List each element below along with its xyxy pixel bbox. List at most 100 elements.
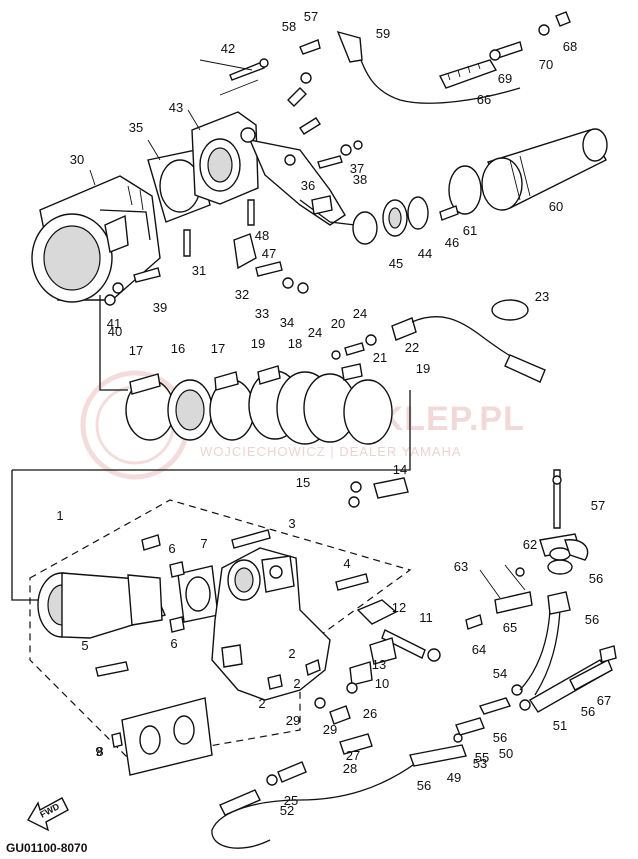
hose-nipple-71 bbox=[439, 59, 498, 89]
callout-8: 8 bbox=[96, 744, 103, 759]
callout-1: 1 bbox=[56, 508, 63, 523]
callout-56: 56 bbox=[581, 704, 595, 719]
callout-37: 37 bbox=[350, 161, 364, 176]
callout-63: 63 bbox=[454, 559, 468, 574]
lower-chamber bbox=[37, 572, 166, 639]
callout-31: 31 bbox=[192, 263, 206, 278]
callout-25: 25 bbox=[284, 793, 298, 808]
callout-55: 55 bbox=[475, 750, 489, 765]
callout-54: 54 bbox=[493, 666, 507, 681]
callout-64: 64 bbox=[472, 642, 486, 657]
right-hose-set bbox=[519, 469, 617, 713]
pipe-65 bbox=[481, 128, 608, 211]
callout-15: 15 bbox=[296, 475, 310, 490]
callout-66: 66 bbox=[477, 92, 491, 107]
callout-6: 6 bbox=[168, 541, 175, 556]
callout-35: 35 bbox=[129, 120, 143, 135]
watermark-tagline: WOJCIECHOWICZ | DEALER YAMAHA bbox=[200, 444, 462, 459]
callout-6: 6 bbox=[170, 636, 177, 651]
callout-3: 3 bbox=[288, 516, 295, 531]
gasket-7 bbox=[177, 565, 219, 623]
callout-29: 29 bbox=[323, 722, 337, 737]
bracket-70 bbox=[465, 564, 533, 630]
clamp-66 bbox=[448, 165, 482, 215]
callout-34: 34 bbox=[280, 315, 294, 330]
callout-29: 29 bbox=[286, 713, 300, 728]
hose-22 bbox=[331, 316, 546, 383]
callout-70: 70 bbox=[539, 57, 553, 72]
callout-10: 10 bbox=[375, 676, 389, 691]
fwd-arrow-icon: FWD bbox=[27, 797, 69, 832]
callout-67: 67 bbox=[597, 693, 611, 708]
callout-2: 2 bbox=[258, 696, 265, 711]
callout-13: 13 bbox=[372, 657, 386, 672]
callout-51: 51 bbox=[553, 718, 567, 733]
diagram-code: GU01100-8070 bbox=[6, 841, 88, 855]
callout-26: 26 bbox=[363, 706, 377, 721]
assembly-boundary bbox=[29, 499, 412, 761]
callout-44: 44 bbox=[418, 246, 432, 261]
clamp-23 bbox=[491, 299, 529, 321]
callout-61: 61 bbox=[463, 223, 477, 238]
callout-57: 57 bbox=[591, 498, 605, 513]
callout-39: 39 bbox=[153, 300, 167, 315]
callout-28: 28 bbox=[343, 761, 357, 776]
callout-52: 52 bbox=[280, 803, 294, 818]
callout-60: 60 bbox=[549, 199, 563, 214]
callout-5: 5 bbox=[81, 638, 88, 653]
callout-56: 56 bbox=[417, 778, 431, 793]
callout-36: 36 bbox=[301, 178, 315, 193]
callout-22: 22 bbox=[405, 340, 419, 355]
callout-56: 56 bbox=[493, 730, 507, 745]
callout-62: 62 bbox=[523, 537, 537, 552]
callout-17: 17 bbox=[211, 341, 225, 356]
elbow-62 bbox=[336, 30, 363, 63]
callout-12: 12 bbox=[392, 600, 406, 615]
callout-19: 19 bbox=[416, 361, 430, 376]
callout-43: 43 bbox=[169, 100, 183, 115]
exhaust-chamber bbox=[31, 175, 161, 303]
callout-32: 32 bbox=[235, 287, 249, 302]
callout-49: 49 bbox=[447, 770, 461, 785]
gasket-plate-8 bbox=[121, 697, 213, 776]
callout-69: 69 bbox=[498, 71, 512, 86]
callout-2: 2 bbox=[293, 676, 300, 691]
callout-21: 21 bbox=[373, 350, 387, 365]
leader-lines bbox=[11, 59, 411, 601]
callout-4: 4 bbox=[343, 556, 350, 571]
callout-20: 20 bbox=[331, 316, 345, 331]
callout-27: 27 bbox=[346, 748, 360, 763]
callout-46: 46 bbox=[445, 235, 459, 250]
callout-7: 7 bbox=[200, 536, 207, 551]
lower-manifold bbox=[211, 547, 331, 701]
gasket-48 bbox=[407, 196, 429, 230]
couplings bbox=[125, 363, 393, 445]
callout-19: 19 bbox=[251, 336, 265, 351]
hose-lower bbox=[211, 684, 531, 849]
callout-17: 17 bbox=[129, 343, 143, 358]
callout-56: 56 bbox=[585, 612, 599, 627]
callout-53: 53 bbox=[473, 756, 487, 771]
callout-11: 11 bbox=[419, 610, 433, 625]
callout-68: 68 bbox=[563, 39, 577, 54]
callout-50: 50 bbox=[499, 746, 513, 761]
callout-18: 18 bbox=[288, 336, 302, 351]
callout-56: 56 bbox=[589, 571, 603, 586]
callout-58: 58 bbox=[282, 19, 296, 34]
callout-57: 57 bbox=[304, 9, 318, 24]
joint-pipe bbox=[352, 211, 378, 245]
callout-14: 14 bbox=[393, 462, 407, 477]
callout-59: 59 bbox=[376, 26, 390, 41]
lower-hardware bbox=[95, 477, 441, 755]
callout-38: 38 bbox=[353, 172, 367, 187]
callout-2: 2 bbox=[288, 646, 295, 661]
callout-48: 48 bbox=[255, 228, 269, 243]
callout-42: 42 bbox=[221, 41, 235, 56]
callout-23: 23 bbox=[535, 289, 549, 304]
callout-65: 65 bbox=[503, 620, 517, 635]
callout-33: 33 bbox=[255, 306, 269, 321]
callout-24: 24 bbox=[308, 325, 322, 340]
callout-9: 9 bbox=[95, 744, 102, 759]
